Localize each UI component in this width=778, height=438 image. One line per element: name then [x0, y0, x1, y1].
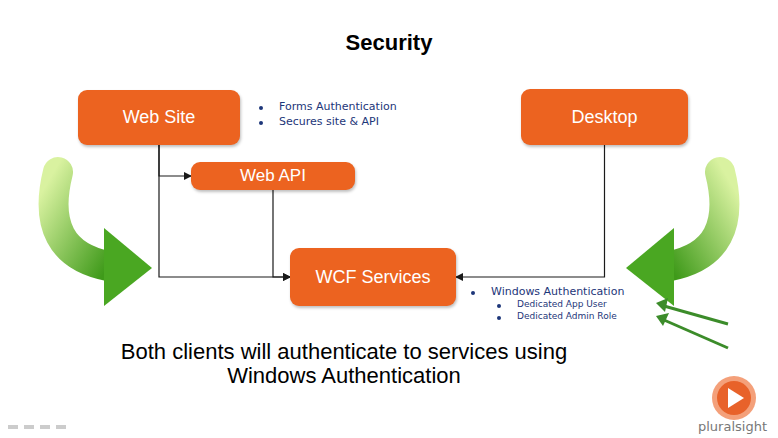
box-label: WCF Services: [315, 267, 430, 288]
bullet-dot: [259, 106, 263, 110]
bullet-note: Dedicated Admin Role: [517, 311, 617, 321]
process-box: Desktop: [521, 89, 688, 145]
box-label: Web API: [240, 166, 306, 186]
process-box: Web API: [191, 162, 355, 190]
connector-arrow: [273, 190, 290, 277]
bullet-note: Forms Authentication: [279, 100, 397, 113]
pluralsight-logo: [712, 376, 756, 420]
process-box: WCF Services: [290, 248, 456, 306]
connector-arrow: [456, 145, 605, 277]
green-curved-arrow: [54, 172, 152, 306]
watermark: pluralsight: [698, 419, 767, 434]
bullet-note: Windows Authentication: [491, 285, 624, 298]
box-label: Web Site: [123, 107, 196, 128]
pointer-arrow: [656, 298, 728, 348]
bullet-dot: [471, 291, 475, 295]
connector-arrow: [159, 145, 191, 176]
slide-controls: [8, 425, 66, 429]
green-curved-arrow: [626, 172, 724, 306]
bullet-note: Dedicated App User: [517, 299, 607, 309]
bullet-note: Secures site & API: [279, 115, 379, 128]
bullet-dot: [497, 316, 501, 320]
bullet-dot: [497, 304, 501, 308]
box-label: Desktop: [571, 107, 637, 128]
caption: Both clients will authenticate to servic…: [109, 340, 579, 388]
title: Security: [0, 30, 778, 56]
bullet-dot: [259, 121, 263, 125]
process-box: Web Site: [78, 90, 240, 145]
